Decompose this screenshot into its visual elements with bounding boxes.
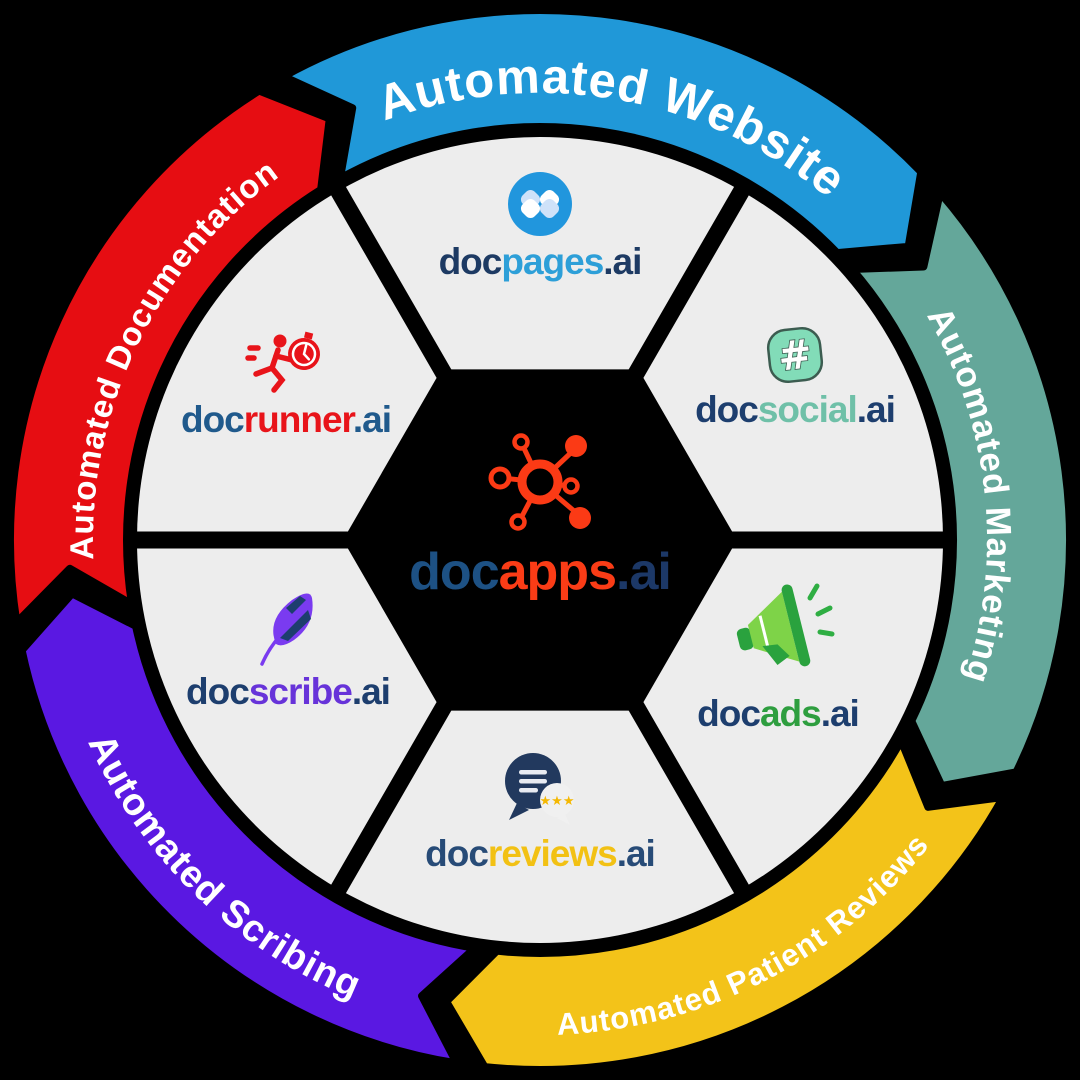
wordmark-mid: apps [498,543,617,601]
docsocial-logo: # docsocial.ai [635,324,955,431]
wordmark-suffix: .ai [352,399,392,440]
wordmark-doc: doc [695,389,759,430]
wordmark-doc: doc [438,241,503,282]
wordmark-doc: doc [425,833,489,874]
docreviews-wordmark: docreviews.ai [425,833,656,875]
wordmark-doc: doc [697,693,761,734]
network-nodes-icon [488,433,591,531]
docscribe-logo: docscribe.ai [128,586,448,713]
wordmark-suffix: .ai [616,543,672,601]
docads-logo: docads.ai [618,578,938,735]
docads-wordmark: docads.ai [697,693,860,735]
wordmark-suffix: .ai [856,389,896,430]
wordmark-mid: social [757,389,858,430]
hashtag-icon: # [766,326,824,384]
wordmark-doc: doc [180,399,245,440]
browser-pages-icon [508,172,572,236]
segment-divider [622,691,754,902]
svg-text:#: # [776,331,814,380]
segment-divider [326,691,458,902]
wordmark-mid: ads [759,693,822,734]
segment-divider [622,178,754,389]
docsocial-wordmark: docsocial.ai [695,389,896,431]
center-hexagon [343,369,737,711]
docscribe-wordmark: docscribe.ai [186,671,391,713]
ribbon-scribing [17,589,480,1068]
ribbon-website [279,6,926,258]
ribbon-patient-reviews [442,736,1008,1074]
docapps-wordmark: docapps.ai [409,543,672,601]
segment-divider [326,178,458,389]
docpages-wordmark: docpages.ai [438,241,643,283]
wordmark-suffix: .ai [616,833,656,874]
wordmark-doc: doc [186,671,250,712]
svg-text:★★★: ★★★ [540,794,575,809]
chat-stars-icon: ★★★ [505,753,575,825]
feather-quill-icon [260,593,313,666]
wordmark-suffix: .ai [820,693,860,734]
wordmark-doc: doc [409,543,499,601]
ribbon-documentation [6,86,334,627]
wordmark-mid: pages [501,241,604,282]
runner-stopwatch-icon [245,331,320,393]
wordmark-suffix: .ai [351,671,391,712]
wordmark-mid: reviews [487,833,618,874]
ribbon-marketing [847,188,1074,791]
wordmark-suffix: .ai [603,241,642,282]
docrunner-logo: docrunner.ai [126,330,446,441]
docpages-logo: docpages.ai [380,170,700,283]
megaphone-icon [736,583,835,667]
docreviews-logo: ★★★ docreviews.ai [380,748,700,875]
docrunner-wordmark: docrunner.ai [180,399,392,441]
wordmark-mid: runner [243,399,354,440]
docapps-center-logo: docapps.ai [380,428,700,601]
wordmark-mid: scribe [248,671,353,712]
